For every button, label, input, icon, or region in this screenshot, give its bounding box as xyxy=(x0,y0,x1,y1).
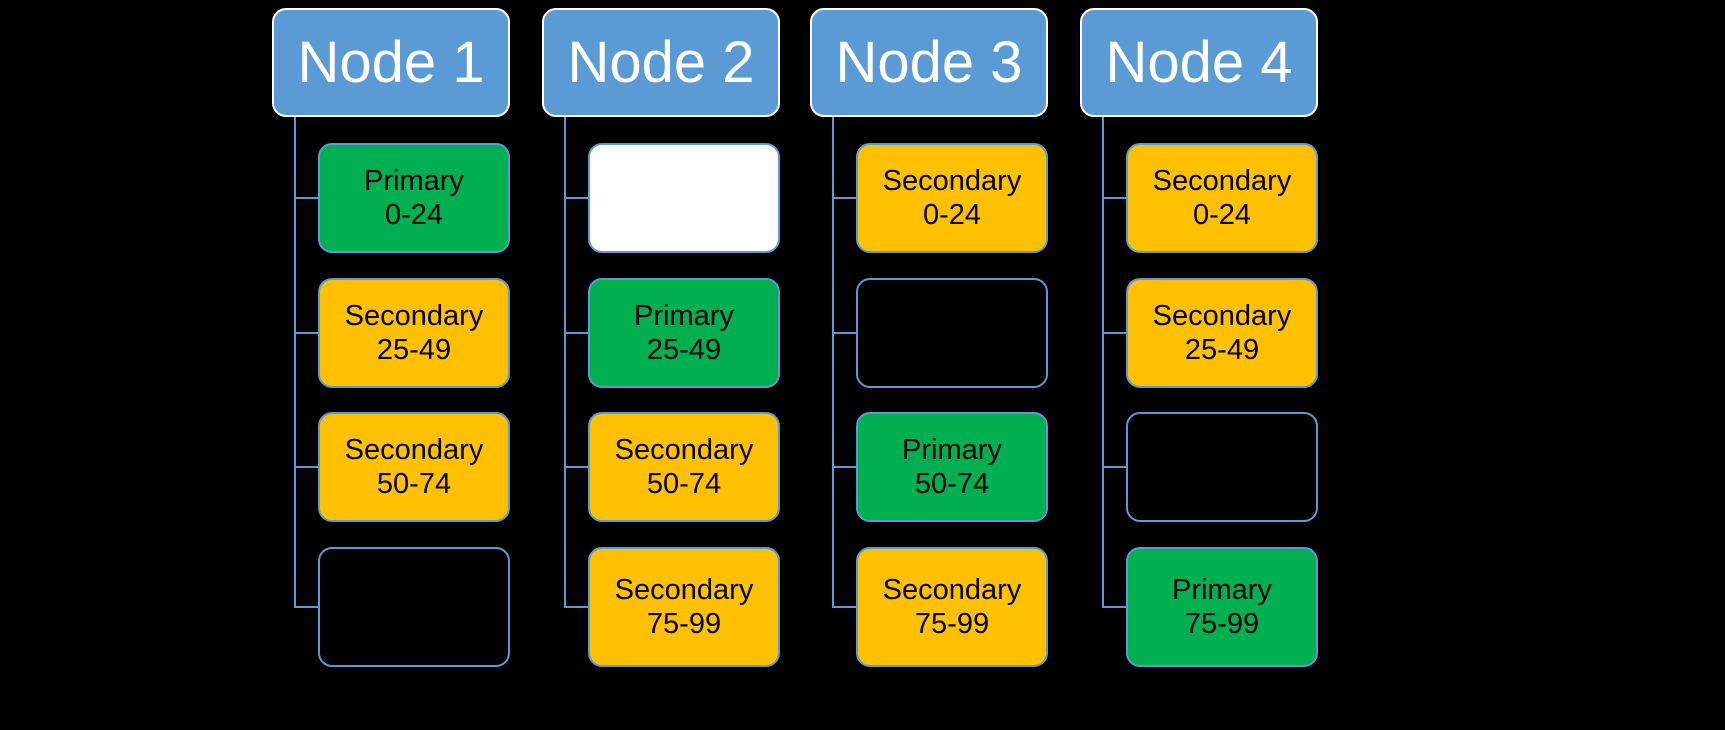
node-header-3[interactable]: Node 3 xyxy=(810,8,1048,117)
shard-role-label: Secondary xyxy=(1152,164,1292,197)
shard-role-label: Secondary xyxy=(614,573,754,606)
shard-range-label: 75-99 xyxy=(914,608,990,640)
shard-range-label: 25-49 xyxy=(646,334,722,366)
shard-role-label: Secondary xyxy=(1152,299,1292,332)
connector-stub xyxy=(294,606,320,608)
shard-box-empty[interactable] xyxy=(1126,412,1318,522)
shard-role-label: Secondary xyxy=(344,299,484,332)
connector-stub xyxy=(564,606,590,608)
connector-stub xyxy=(294,332,320,334)
shard-role-label: Primary xyxy=(1172,573,1272,606)
connector-trunk xyxy=(832,117,834,607)
node-header-label: Node 3 xyxy=(835,29,1023,95)
connector-stub xyxy=(564,197,590,199)
connector-stub xyxy=(1102,197,1128,199)
shard-range-label: 0-24 xyxy=(1192,199,1252,231)
shard-range-label: 75-99 xyxy=(646,608,722,640)
shard-range-label: 50-74 xyxy=(646,468,722,500)
shard-role-label: Secondary xyxy=(882,573,1022,606)
connector-stub xyxy=(832,332,858,334)
shard-range-label: 75-99 xyxy=(1184,608,1260,640)
connector-stub xyxy=(1102,606,1128,608)
node-header-label: Node 2 xyxy=(567,29,755,95)
node-header-4[interactable]: Node 4 xyxy=(1080,8,1318,117)
connector-stub xyxy=(294,466,320,468)
connector-stub xyxy=(564,332,590,334)
shard-role-label: Secondary xyxy=(344,433,484,466)
connector-stub xyxy=(832,197,858,199)
shard-box-empty[interactable] xyxy=(318,547,510,667)
shard-role-label: Secondary xyxy=(882,164,1022,197)
connector-stub xyxy=(564,466,590,468)
shard-box-blank[interactable] xyxy=(588,143,780,253)
connector-stub xyxy=(832,466,858,468)
node-header-label: Node 1 xyxy=(297,29,485,95)
node-header-2[interactable]: Node 2 xyxy=(542,8,780,117)
shard-range-label: 25-49 xyxy=(1184,334,1260,366)
shard-role-label: Secondary xyxy=(614,433,754,466)
shard-range-label: 50-74 xyxy=(376,468,452,500)
shard-role-label: Primary xyxy=(364,164,464,197)
shard-range-label: 0-24 xyxy=(922,199,982,231)
shard-range-label: 0-24 xyxy=(384,199,444,231)
shard-box-empty[interactable] xyxy=(856,278,1048,388)
node-header-label: Node 4 xyxy=(1105,29,1293,95)
connector-trunk xyxy=(294,117,296,607)
connector-stub xyxy=(294,197,320,199)
connector-stub xyxy=(1102,332,1128,334)
connector-stub xyxy=(1102,466,1128,468)
shard-range-label: 25-49 xyxy=(376,334,452,366)
connector-trunk xyxy=(1102,117,1104,607)
shard-role-label: Primary xyxy=(902,433,1002,466)
connector-stub xyxy=(832,606,858,608)
shard-range-label: 50-74 xyxy=(914,468,990,500)
connector-trunk xyxy=(564,117,566,607)
node-header-1[interactable]: Node 1 xyxy=(272,8,510,117)
shard-role-label: Primary xyxy=(634,299,734,332)
